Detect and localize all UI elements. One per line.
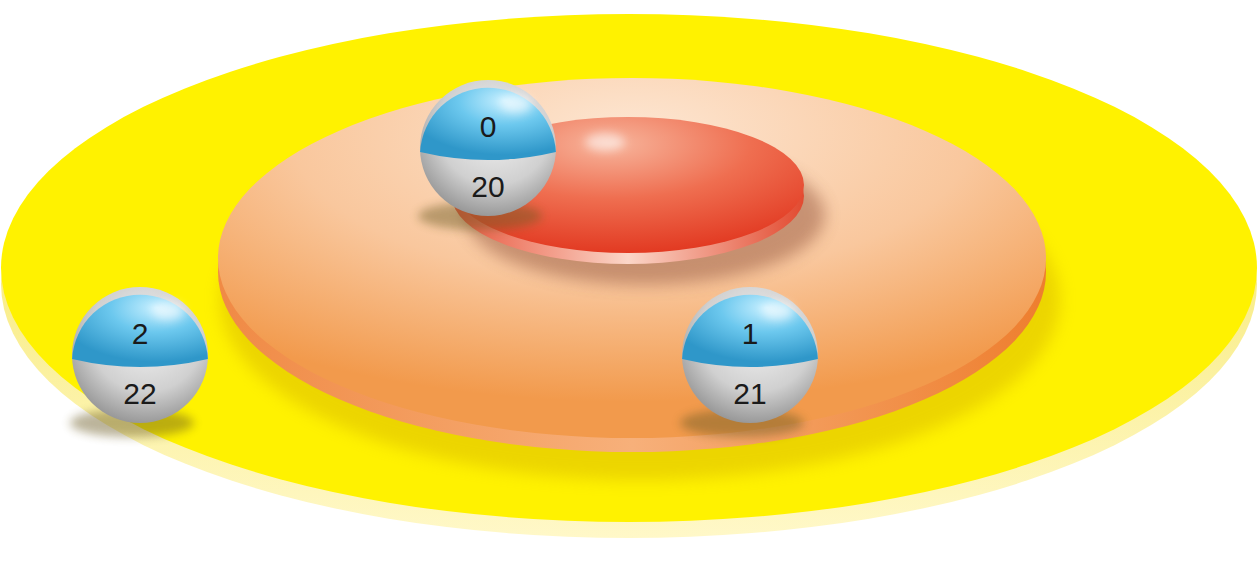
outer-disc (1, 14, 1257, 522)
middle-disc (218, 78, 1046, 438)
electron-sphere: 0 20 (418, 78, 558, 218)
electron-sphere: 222 (70, 285, 210, 425)
element-number: 20 (418, 170, 558, 204)
element-number: 21 (680, 377, 820, 411)
sphere-highlight (762, 302, 794, 320)
electron-sphere: 1 21 (680, 285, 820, 425)
sphere-highlight (152, 302, 184, 320)
sphere-highlight (500, 95, 532, 113)
level-number: 1 (680, 317, 820, 351)
level-number: 0 (418, 110, 558, 144)
element-number: 22 (70, 377, 210, 411)
level-number: 2 (70, 317, 210, 351)
disc-highlight (585, 133, 625, 151)
